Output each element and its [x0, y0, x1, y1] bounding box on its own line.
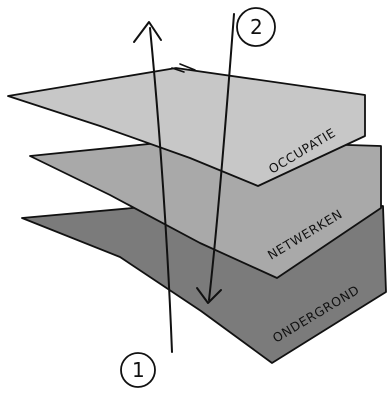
layer-netwerken: NETWERKEN: [29, 139, 382, 279]
arrow-2-number-circle: [236, 7, 276, 47]
arrow-1-upward: 1: [120, 21, 173, 388]
layer-occupatie: OCCUPATIE: [7, 67, 366, 187]
layer-occupatie-plane: [7, 67, 366, 187]
arrow-1-number: 1: [132, 358, 145, 382]
arrow-1-head: [133, 21, 162, 43]
arrow-2-number: 2: [250, 15, 263, 39]
arrow-1-shaft: [149, 27, 173, 353]
arrow-2-downward: 2: [196, 7, 276, 304]
arrow-1-number-circle: [120, 352, 156, 388]
arrow-2-shaft: [208, 13, 235, 301]
arrow-2-head: [196, 287, 222, 304]
plane-pierce-mark: [171, 63, 196, 73]
